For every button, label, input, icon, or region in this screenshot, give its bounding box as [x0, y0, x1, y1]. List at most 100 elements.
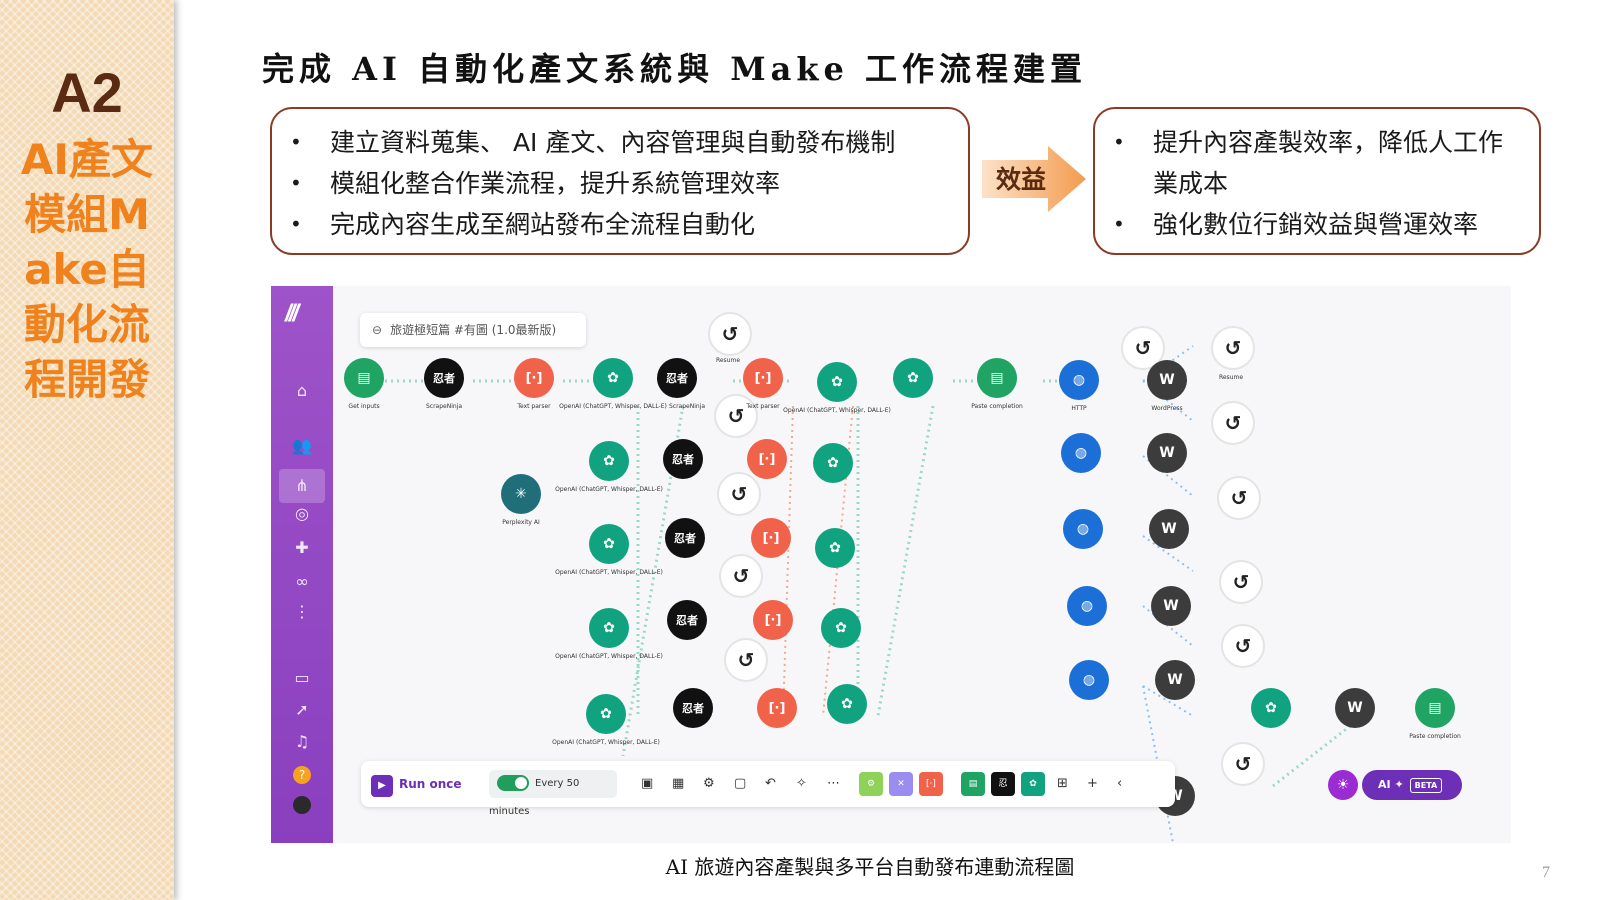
team-icon[interactable]: 👥: [292, 436, 312, 455]
resume-node[interactable]: ↺: [714, 394, 758, 438]
http-node[interactable]: ◍: [1067, 586, 1107, 626]
scrapeninja-module-icon[interactable]: 忍: [991, 772, 1015, 796]
wordpress-node[interactable]: W: [1151, 586, 1191, 626]
link-icon[interactable]: ∞: [295, 572, 309, 591]
left-decorative-bar: A2 AI產文模組Make自動化流程開發: [0, 0, 174, 900]
share-icon[interactable]: ⋔: [295, 476, 309, 495]
figure-caption: AI 旅遊內容產製與多平台自動發布連動流程圖: [665, 855, 1075, 879]
perplexity-node[interactable]: ✳: [501, 474, 541, 514]
book-icon[interactable]: ▭: [294, 668, 310, 687]
openai-module-icon[interactable]: ✿: [1021, 772, 1045, 796]
scrapeninja-node[interactable]: 忍者: [667, 600, 707, 640]
run-once-button[interactable]: ▶Run once: [371, 772, 471, 797]
openai-node[interactable]: ✿: [815, 528, 855, 568]
node-label: ScrapeNinja: [425, 403, 463, 410]
back-arrow-icon[interactable]: ⊖: [372, 323, 383, 337]
bell-icon[interactable]: ♫: [294, 732, 310, 751]
node-label: Text parser: [746, 403, 780, 410]
openai-node[interactable]: ✿: [893, 358, 933, 398]
wordpress-node[interactable]: W: [1147, 360, 1187, 400]
openai-node[interactable]: ✿: [586, 694, 626, 734]
resume-node[interactable]: ↺: [719, 554, 763, 598]
resume-node[interactable]: ↺: [717, 472, 761, 516]
openai-node[interactable]: ✿: [1251, 688, 1291, 728]
more-icon[interactable]: ⋯: [827, 776, 840, 791]
layout-icon[interactable]: ▦: [672, 776, 685, 791]
flow-control-icon[interactable]: ✕: [889, 772, 913, 796]
toggle-switch-icon[interactable]: [497, 775, 529, 791]
text-parser-node[interactable]: [·]: [751, 518, 791, 558]
node-label: WordPress: [1151, 405, 1183, 412]
ai-assistant-button[interactable]: AI ✦BETA: [1362, 770, 1462, 800]
text-parser-node[interactable]: [·]: [747, 439, 787, 479]
undo-icon[interactable]: ↶: [765, 776, 776, 791]
template-icon[interactable]: ◎: [295, 504, 309, 523]
scrapeninja-node[interactable]: 忍者: [663, 439, 703, 479]
scrapeninja-node[interactable]: 忍者: [657, 358, 697, 398]
scrapeninja-node[interactable]: 忍者: [424, 358, 464, 398]
http-node[interactable]: ◍: [1069, 660, 1109, 700]
http-node[interactable]: ◍: [1063, 509, 1103, 549]
scrapeninja-node[interactable]: 忍者: [665, 518, 705, 558]
home-icon[interactable]: ⌂: [296, 381, 308, 400]
lightbulb-icon[interactable]: ☀: [1328, 770, 1358, 800]
resume-node[interactable]: ↺: [1221, 624, 1265, 668]
collapse-icon[interactable]: ‹: [1117, 776, 1123, 791]
node-label: Paste completion: [1409, 733, 1461, 740]
resume-node[interactable]: ↺: [1217, 476, 1261, 520]
tools-module-icon[interactable]: ⚙: [859, 772, 883, 796]
resume-node[interactable]: ↺: [1221, 742, 1265, 786]
openai-node[interactable]: ✿: [817, 362, 857, 402]
openai-node[interactable]: ✿: [589, 524, 629, 564]
resume-node[interactable]: ↺: [1211, 326, 1255, 370]
gear-icon[interactable]: ⚙: [703, 776, 715, 791]
resume-node[interactable]: ↺: [1219, 560, 1263, 604]
puzzle-icon[interactable]: ✚: [295, 538, 309, 557]
text-parser-node[interactable]: [·]: [743, 358, 783, 398]
resume-node[interactable]: ↺: [1211, 401, 1255, 445]
paste-completion-node[interactable]: ▤: [977, 358, 1017, 398]
grid-icon[interactable]: ⊞: [1057, 776, 1068, 791]
wordpress-node[interactable]: W: [1335, 688, 1375, 728]
achievement-item: •模組化整合作業流程，提升系統管理效率: [290, 169, 781, 198]
help-icon[interactable]: ?: [271, 764, 333, 784]
openai-node[interactable]: ✿: [821, 608, 861, 648]
sheets-module-icon[interactable]: ▤: [961, 772, 985, 796]
paste-completion-node[interactable]: ▤: [1415, 688, 1455, 728]
node-label: OpenAI (ChatGPT, Whisper, DALL-E): [555, 653, 663, 660]
section-code: A2: [51, 61, 123, 124]
wordpress-node[interactable]: W: [1147, 433, 1187, 473]
http-node[interactable]: ◍: [1059, 360, 1099, 400]
schedule-toggle[interactable]: Every 50 minutes: [489, 770, 617, 817]
resume-node[interactable]: ↺: [708, 312, 752, 356]
openai-node[interactable]: ✿: [589, 441, 629, 481]
scrapeninja-node[interactable]: 忍者: [673, 688, 713, 728]
avatar[interactable]: [271, 796, 333, 818]
openai-node[interactable]: ✿: [593, 358, 633, 398]
openai-node[interactable]: ✿: [813, 443, 853, 483]
magic-wand-icon[interactable]: ✧: [796, 776, 807, 791]
text-parser-node[interactable]: [·]: [757, 688, 797, 728]
get-inputs-node[interactable]: ▤: [344, 358, 384, 398]
text-parser-node[interactable]: [·]: [753, 600, 793, 640]
achievement-item: •完成內容生成至網站發布全流程自動化: [290, 210, 756, 239]
http-node[interactable]: ◍: [1061, 433, 1101, 473]
make-workflow-screenshot: /// ⌂ 👥 ⋔ ◎ ✚ ∞ ⋮ ▭ ➚ ♫ ? ⊖旅遊極短篇 #有圖 (1.…: [271, 286, 1511, 843]
save-icon[interactable]: ▣: [641, 776, 654, 791]
openai-node[interactable]: ✿: [589, 608, 629, 648]
benefit-arrow-icon: [982, 146, 1086, 212]
text-parser-module-icon[interactable]: [·]: [919, 772, 943, 796]
notes-icon[interactable]: ▢: [734, 776, 747, 791]
rocket-icon[interactable]: ➚: [295, 700, 309, 719]
connector-lines: [373, 379, 1364, 788]
add-icon[interactable]: +: [1087, 776, 1098, 791]
wordpress-node[interactable]: W: [1155, 660, 1195, 700]
text-parser-node[interactable]: [·]: [514, 358, 554, 398]
node-label: OpenAI (ChatGPT, Whisper, DALL-E): [555, 486, 663, 493]
openai-node[interactable]: ✿: [827, 684, 867, 724]
resume-node[interactable]: ↺: [724, 638, 768, 682]
wordpress-node[interactable]: W: [1149, 509, 1189, 549]
more-icon[interactable]: ⋮: [294, 602, 310, 621]
scenario-breadcrumb[interactable]: ⊖旅遊極短篇 #有圖 (1.0最新版): [360, 313, 586, 347]
achievement-item: •建立資料蒐集、 AI 產文、內容管理與自動發布機制: [290, 128, 896, 157]
